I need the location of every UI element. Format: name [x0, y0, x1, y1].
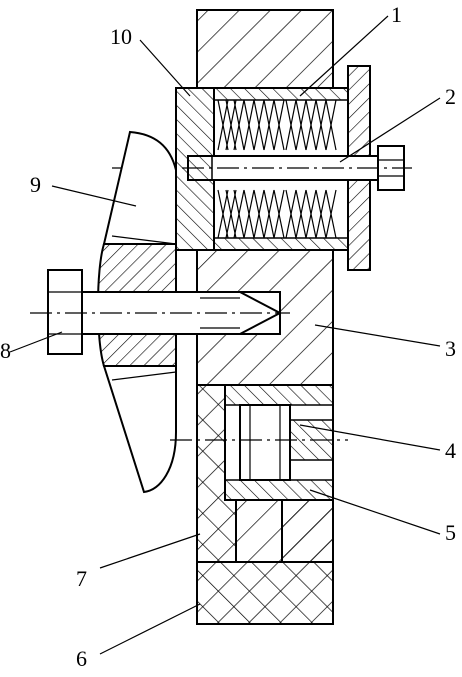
bushing-part-5 — [224, 479, 334, 501]
bolt-part-2 — [112, 145, 412, 191]
base-block-part-6 — [196, 561, 334, 625]
callout-5: 5 — [445, 520, 456, 545]
callout-8: 8 — [0, 338, 11, 363]
plunger-part-4 — [239, 404, 291, 481]
leader-lines — [9, 15, 441, 655]
screw-part-8 — [30, 269, 290, 355]
callout-4: 4 — [445, 438, 456, 463]
callout-9: 9 — [30, 172, 41, 197]
disc-spring-stack-part-1 — [217, 99, 337, 239]
callout-2: 2 — [445, 84, 456, 109]
callout-7: 7 — [76, 566, 87, 591]
callout-6: 6 — [76, 646, 87, 671]
pin-assembly-parts-4-5 — [170, 384, 348, 501]
callout-1: 1 — [391, 2, 402, 27]
callout-3: 3 — [445, 336, 456, 361]
callout-10: 10 — [110, 24, 132, 49]
